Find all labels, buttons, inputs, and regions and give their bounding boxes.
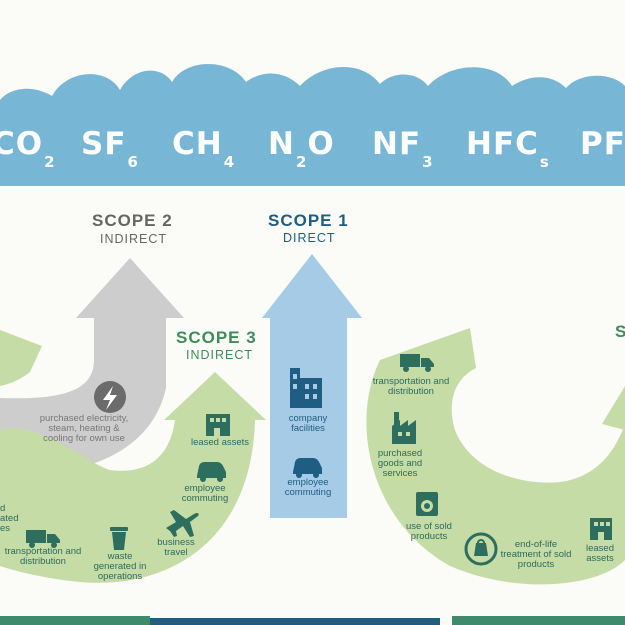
truck-icon-downstream xyxy=(400,354,434,372)
scope2-arrow xyxy=(0,258,184,477)
scope2-title: SCOPE 2 xyxy=(92,211,173,230)
gas-label-pfc: PFC xyxy=(580,126,625,162)
truck-icon-upstream xyxy=(26,530,60,548)
gas-cloud-band xyxy=(0,64,625,186)
bottom-strip-green xyxy=(0,616,150,625)
factory-icon xyxy=(392,412,416,444)
scope3-right-title: S xyxy=(615,322,625,341)
scope3-subtitle: INDIRECT xyxy=(186,348,254,362)
scope2-subtitle: INDIRECT xyxy=(100,232,168,246)
leased-assets-icon xyxy=(206,414,230,436)
car-icon xyxy=(293,458,322,478)
scope3-left-partial-arrow xyxy=(0,330,42,386)
scope3-title: SCOPE 3 xyxy=(176,328,257,347)
recycle-icon xyxy=(464,532,498,566)
lightning-icon xyxy=(94,381,126,413)
scope3-downstream-arrow xyxy=(366,328,625,585)
label-leased-assets-upstream: leased assets xyxy=(190,437,250,448)
bottom-strip-green-right xyxy=(452,616,625,625)
label-employee-commuting-scope1: employee commuting xyxy=(284,477,332,498)
leased-assets-downstream-icon xyxy=(590,518,612,540)
label-end-of-life: end-of-life treatment of sold products xyxy=(500,539,572,570)
scope3-upstream-arrow xyxy=(0,372,266,583)
scope3-downstream-arrowhead xyxy=(602,386,625,430)
building-icon xyxy=(290,368,322,408)
gas-label-nf3: NF3 xyxy=(372,126,434,172)
label-company-facilities: company facilities xyxy=(288,413,328,434)
label-leased-assets-downstream: leased assets xyxy=(586,543,614,564)
label-transport-downstream: transportation and distribution xyxy=(372,376,450,397)
scope1-subtitle: DIRECT xyxy=(283,231,336,245)
label-use-of-products: use of sold products xyxy=(406,521,452,542)
label-waste: waste generated in operations xyxy=(93,551,147,582)
label-purchased-goods: purchased goods and services xyxy=(377,448,423,479)
gas-label-n2o: N2O xyxy=(268,126,335,172)
bottom-strip-blue xyxy=(150,618,440,625)
gas-label-sf6: SF6 xyxy=(81,126,139,172)
gas-label-co2: CO2 xyxy=(0,126,56,172)
washing-machine-icon xyxy=(416,492,438,516)
trash-bin-icon xyxy=(110,527,128,550)
label-employee-commuting-scope3: employee commuting xyxy=(181,483,229,504)
label-partial-left: d ated es xyxy=(0,503,19,534)
gas-label-hfcs: HFCs xyxy=(466,126,550,172)
label-business-travel: business travel xyxy=(157,537,195,558)
airplane-icon xyxy=(166,510,199,537)
label-transport-upstream: transportation and distribution xyxy=(4,546,82,567)
scope1-title: SCOPE 1 xyxy=(268,211,349,230)
gas-label-ch4: CH4 xyxy=(172,126,236,172)
commuting-car-icon xyxy=(197,462,226,482)
label-purchased-electricity: purchased electricity, steam, heating & … xyxy=(39,413,129,444)
